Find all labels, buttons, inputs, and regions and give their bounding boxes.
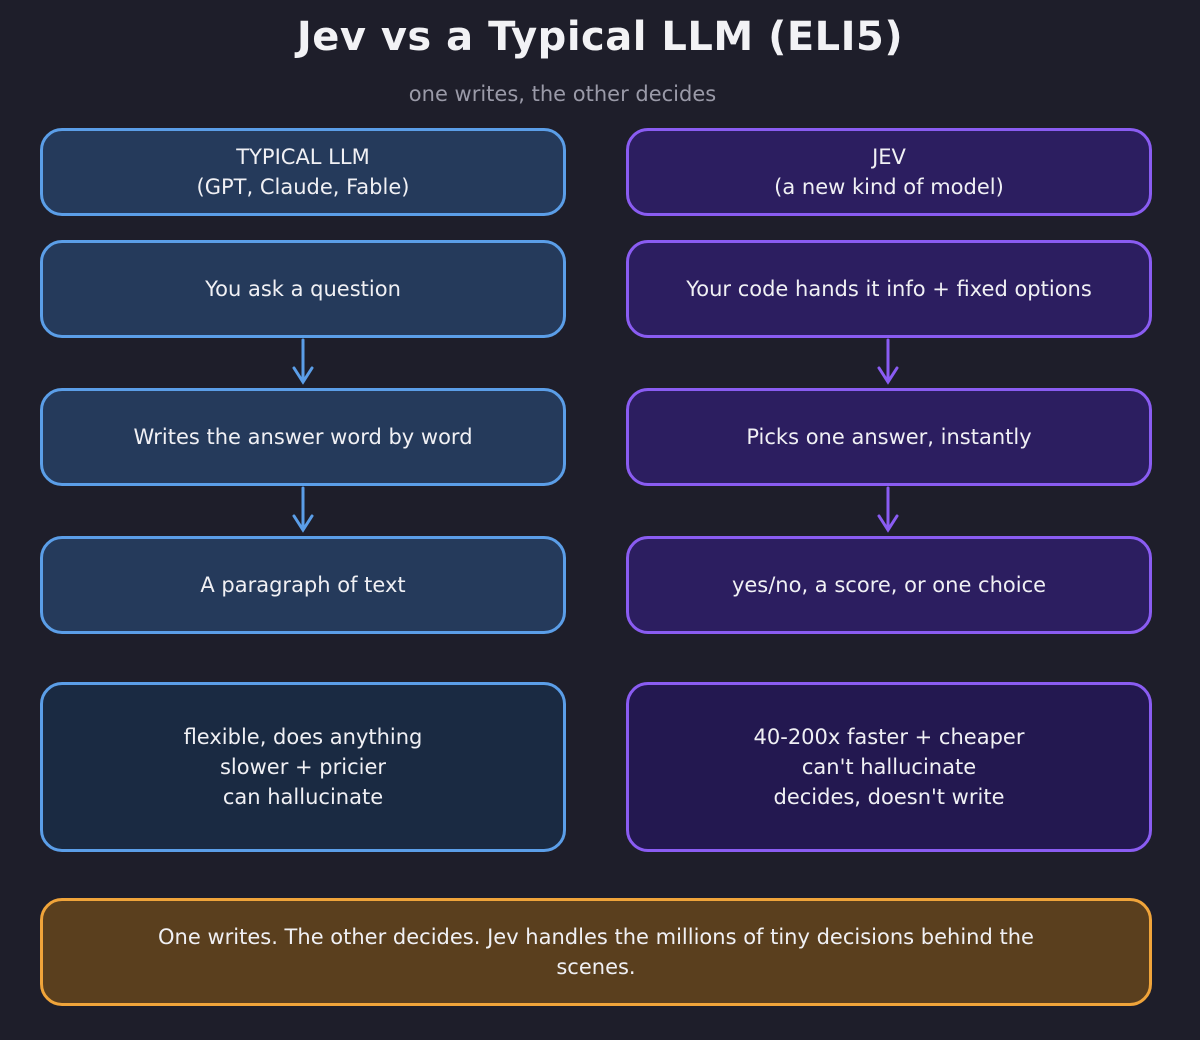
jev-step-output-box: yes/no, a score, or one choice	[626, 536, 1152, 634]
page-title: Jev vs a Typical LLM (ELI5)	[296, 14, 904, 60]
jev-step-input-box: Your code hands it info + fixed options	[626, 240, 1152, 338]
jev-summary-box: 40-200x faster + cheaper can't hallucina…	[626, 682, 1152, 852]
footer-box: One writes. The other decides. Jev handl…	[40, 898, 1152, 1006]
typical-llm-step-write-box: Writes the answer word by word	[40, 388, 566, 486]
page-subtitle: one writes, the other decides	[408, 82, 717, 106]
typical-llm-summary-box: flexible, does anything slower + pricier…	[40, 682, 566, 852]
left-arrow-2	[292, 486, 314, 533]
typical-llm-header-box: TYPICAL LLM (GPT, Claude, Fable)	[40, 128, 566, 216]
jev-header-box: JEV (a new kind of model)	[626, 128, 1152, 216]
jev-step-pick-box: Picks one answer, instantly	[626, 388, 1152, 486]
left-arrow-1	[292, 338, 314, 385]
right-arrow-1	[877, 338, 899, 385]
right-arrow-2	[877, 486, 899, 533]
typical-llm-step-ask-box: You ask a question	[40, 240, 566, 338]
typical-llm-step-output-box: A paragraph of text	[40, 536, 566, 634]
